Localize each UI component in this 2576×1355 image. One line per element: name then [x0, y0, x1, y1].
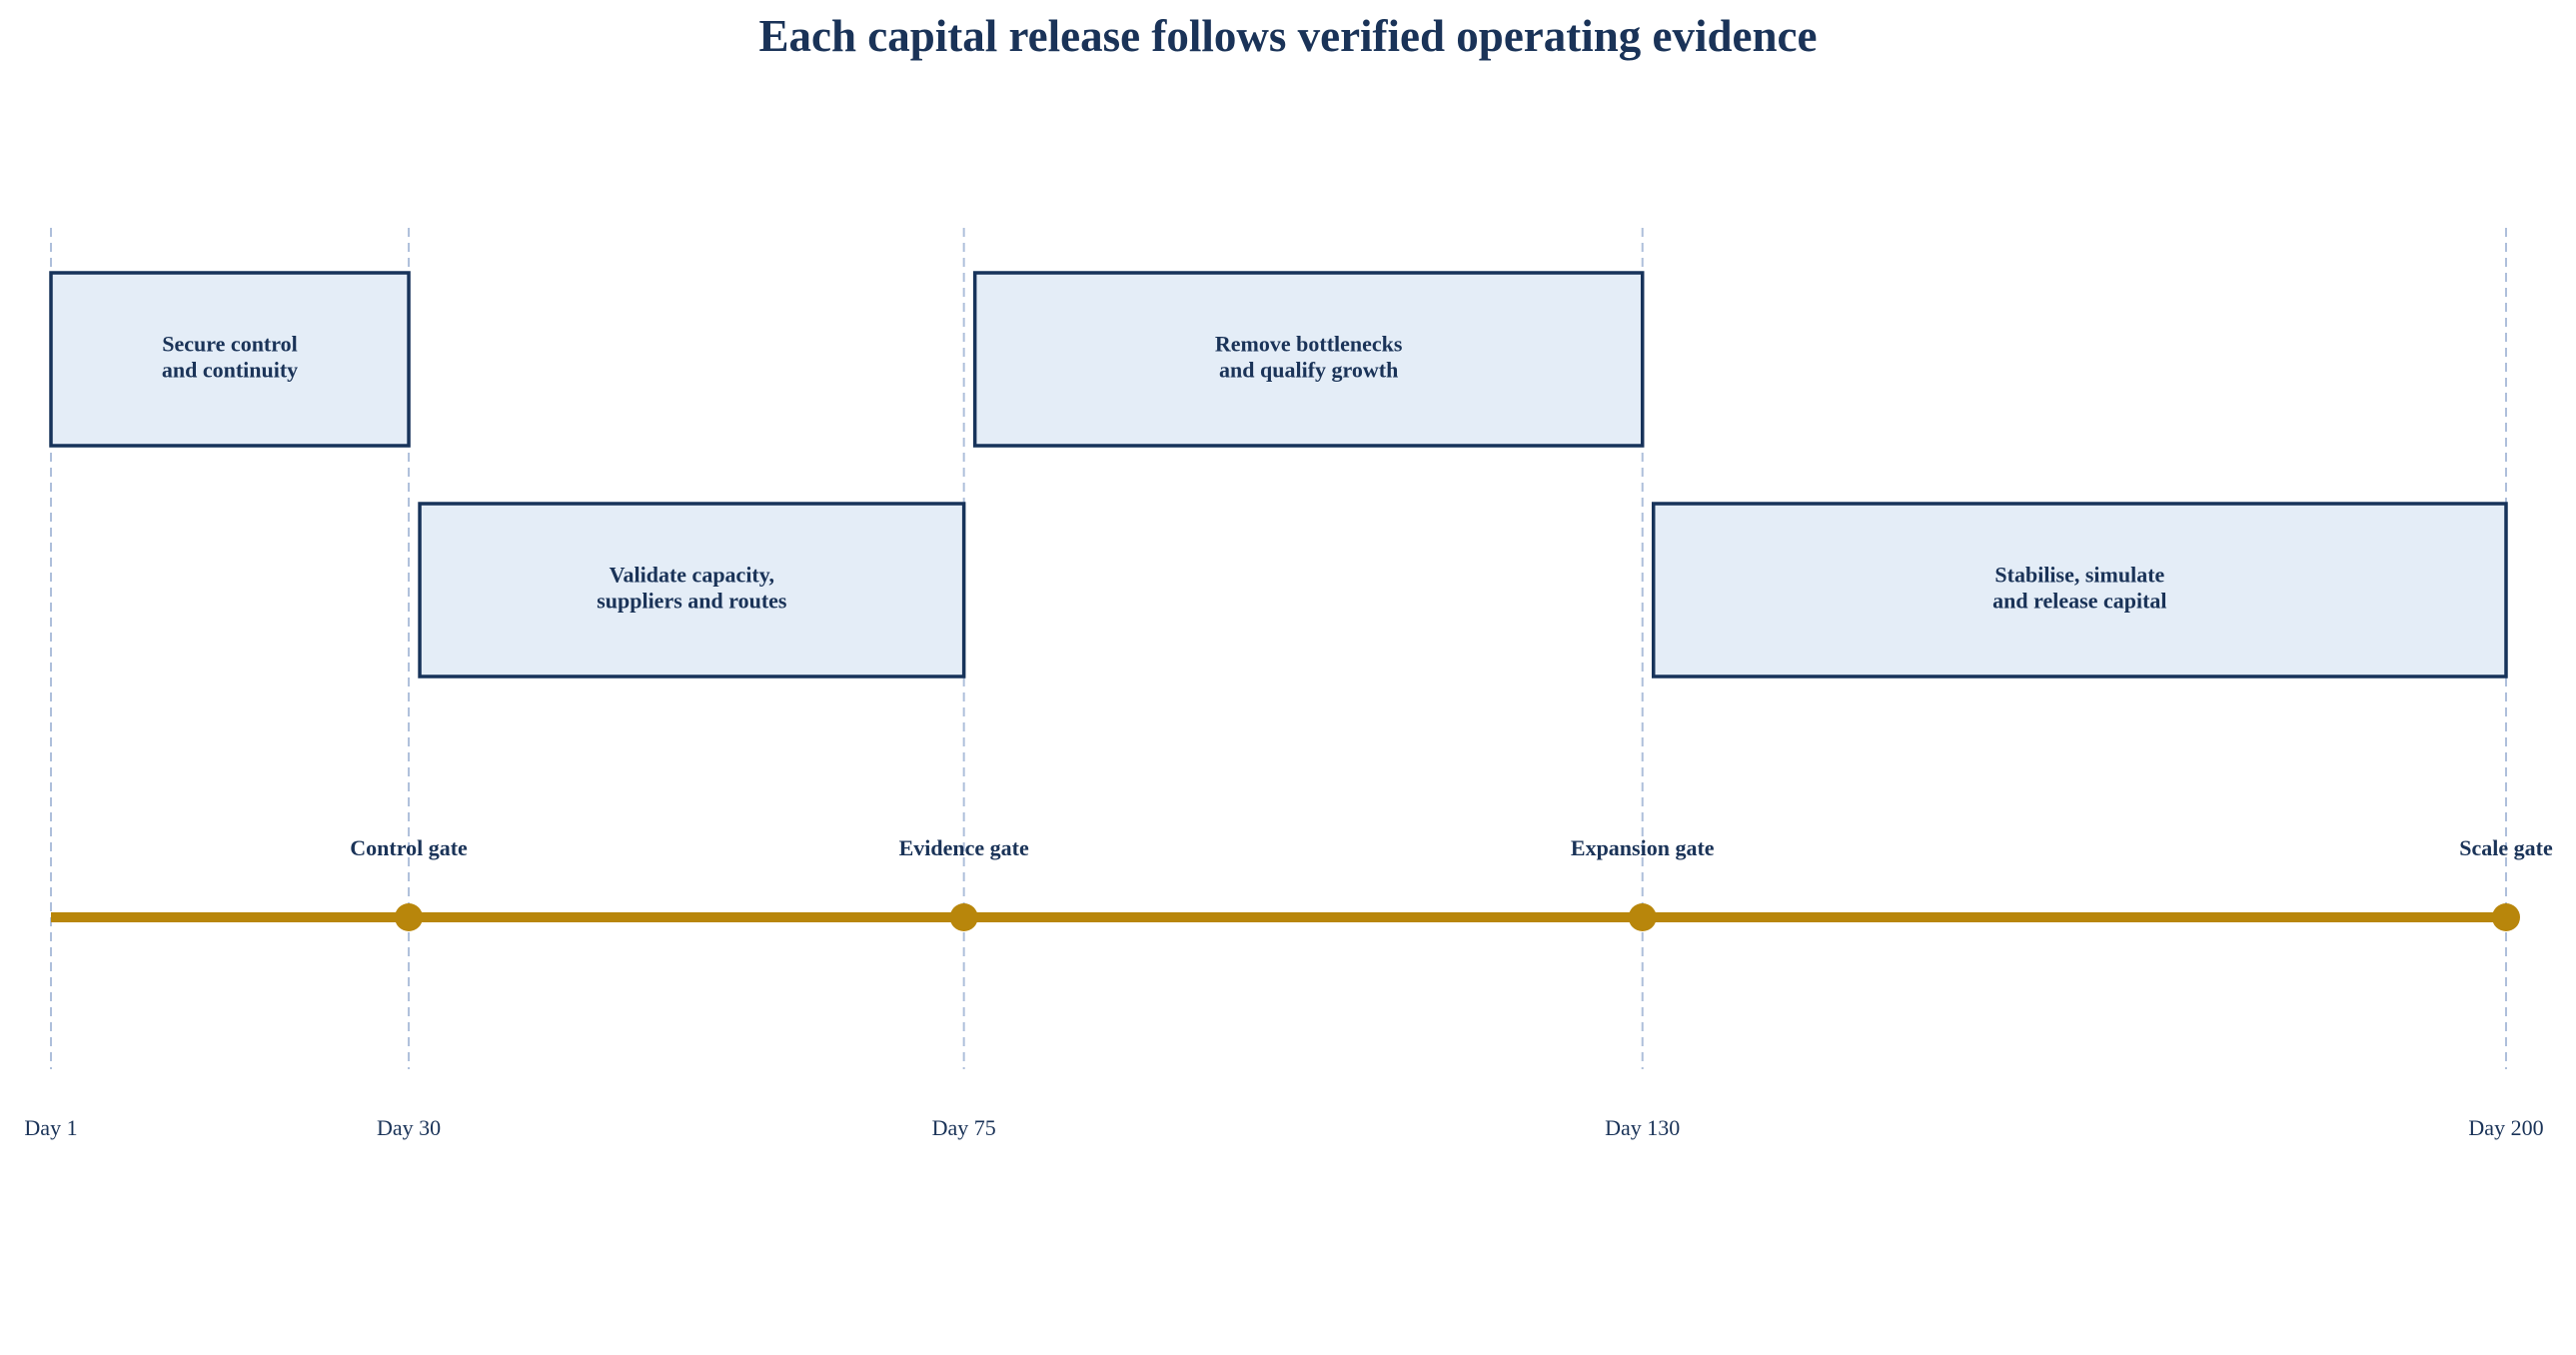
gate-label: Scale gate [2459, 835, 2553, 860]
day-tick-label: Day 200 [2468, 1115, 2543, 1140]
gate-marker: Expansion gate [1571, 835, 1715, 931]
phase-label: suppliers and routes [597, 589, 787, 614]
phase-rect [1651, 502, 2508, 678]
phase-rect [972, 271, 1645, 448]
gate-marker: Control gate [350, 835, 468, 931]
day-tick-label: Day 130 [1605, 1115, 1680, 1140]
gate-label: Expansion gate [1571, 835, 1715, 860]
day-tick-label: Day 30 [377, 1115, 441, 1140]
gate-label: Evidence gate [899, 835, 1029, 860]
gate-marker: Scale gate [2459, 835, 2553, 931]
chart-title: Each capital release follows verified op… [758, 11, 1818, 61]
phase-rect [49, 271, 411, 448]
phase-label: Stabilise, simulate [1994, 563, 2164, 588]
phase-label: Secure control [162, 332, 297, 357]
gate-dot [1628, 903, 1657, 931]
gate-marker: Evidence gate [899, 835, 1029, 931]
phase-label: and release capital [1992, 589, 2166, 614]
gate-markers: Control gate Evidence gate Expansion gate S… [350, 835, 2553, 931]
day-tick-label: Day 75 [932, 1115, 996, 1140]
phase-label: Validate capacity, [610, 563, 774, 588]
gate-label: Control gate [350, 835, 468, 860]
gate-dot [949, 903, 978, 931]
day-tick-labels: Day 1 Day 30 Day 75 Day 130 Day 200 [24, 1115, 2543, 1140]
phase-box: Validate capacity,suppliers and routes [418, 502, 966, 678]
phase-label: and continuity [162, 358, 298, 383]
phase-rect [418, 502, 966, 678]
gate-dot [395, 903, 424, 931]
phase-label: and qualify growth [1219, 358, 1398, 383]
gate-dot [2492, 903, 2520, 931]
phase-label: Remove bottlenecks [1215, 332, 1403, 357]
day-tick-label: Day 1 [24, 1115, 77, 1140]
